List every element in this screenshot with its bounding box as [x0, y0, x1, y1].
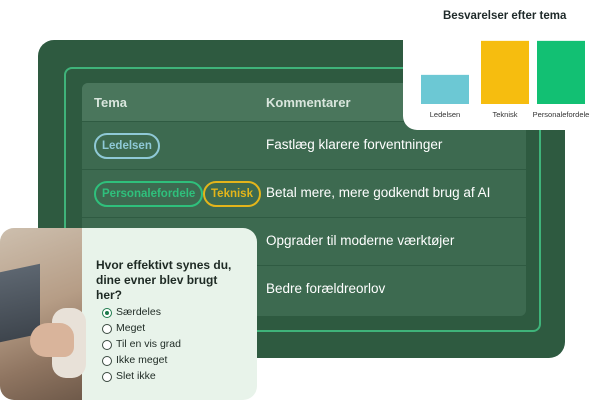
tag-personalefordele[interactable]: Personalefordele — [94, 181, 204, 207]
table-row[interactable]: Ledelsen Fastlæg klarere forventninger — [82, 121, 526, 170]
table-row[interactable]: Bedre forældreorlov — [82, 265, 526, 316]
survey-question: Hvor effektivt synes du, dine evner blev… — [96, 258, 232, 302]
option-label: Særdeles — [116, 306, 161, 318]
panel-frame — [64, 67, 541, 332]
option-label: Til en vis grad — [116, 338, 181, 350]
table-row[interactable]: Personalefordele Teknisk Betal mere, mer… — [82, 169, 526, 218]
tag-teknisk[interactable]: Teknisk — [203, 181, 261, 207]
radio-icon[interactable] — [102, 324, 112, 334]
comment-text: Fastlæg klarere forventninger — [266, 137, 443, 152]
survey-card: Hvor effektivt synes du, dine evner blev… — [0, 228, 257, 400]
table-row[interactable]: Opgrader til moderne værktøjer — [82, 217, 526, 266]
tag-ledelsen[interactable]: Ledelsen — [94, 133, 160, 159]
bar-label-ledelsen: Ledelsen — [430, 110, 460, 119]
bar-ledelsen[interactable] — [421, 74, 469, 104]
column-header-tema[interactable]: Tema — [94, 95, 127, 110]
column-header-kommentarer[interactable]: Kommentarer — [266, 95, 351, 110]
radio-selected-icon[interactable] — [102, 308, 112, 318]
option-label: Meget — [116, 322, 146, 334]
bar-teknisk[interactable] — [481, 40, 529, 104]
chart-card: Besvarelser efter tema Ledelsen Teknisk Pe… — [403, 0, 605, 130]
comment-text: Opgrader til moderne værktøjer — [266, 233, 455, 248]
option-label: Slet ikke — [116, 370, 156, 382]
bar-personalefordele[interactable] — [537, 40, 585, 104]
radio-icon[interactable] — [102, 340, 112, 350]
comment-text: Bedre forældreorlov — [266, 281, 386, 296]
radio-icon[interactable] — [102, 372, 112, 382]
bar-label-personalefordele: Personalefordele — [533, 110, 590, 119]
comment-text: Betal mere, mere godkendt brug af AI — [266, 185, 491, 200]
chart-title: Besvarelser efter tema — [443, 10, 567, 22]
bar-chart: Ledelsen Teknisk Personalefordele — [421, 40, 590, 119]
radio-icon[interactable] — [102, 356, 112, 366]
bar-label-teknisk: Teknisk — [492, 110, 517, 119]
laptop-photo — [0, 228, 86, 400]
hand-shape — [30, 323, 74, 357]
option-label: Ikke meget — [116, 354, 168, 366]
